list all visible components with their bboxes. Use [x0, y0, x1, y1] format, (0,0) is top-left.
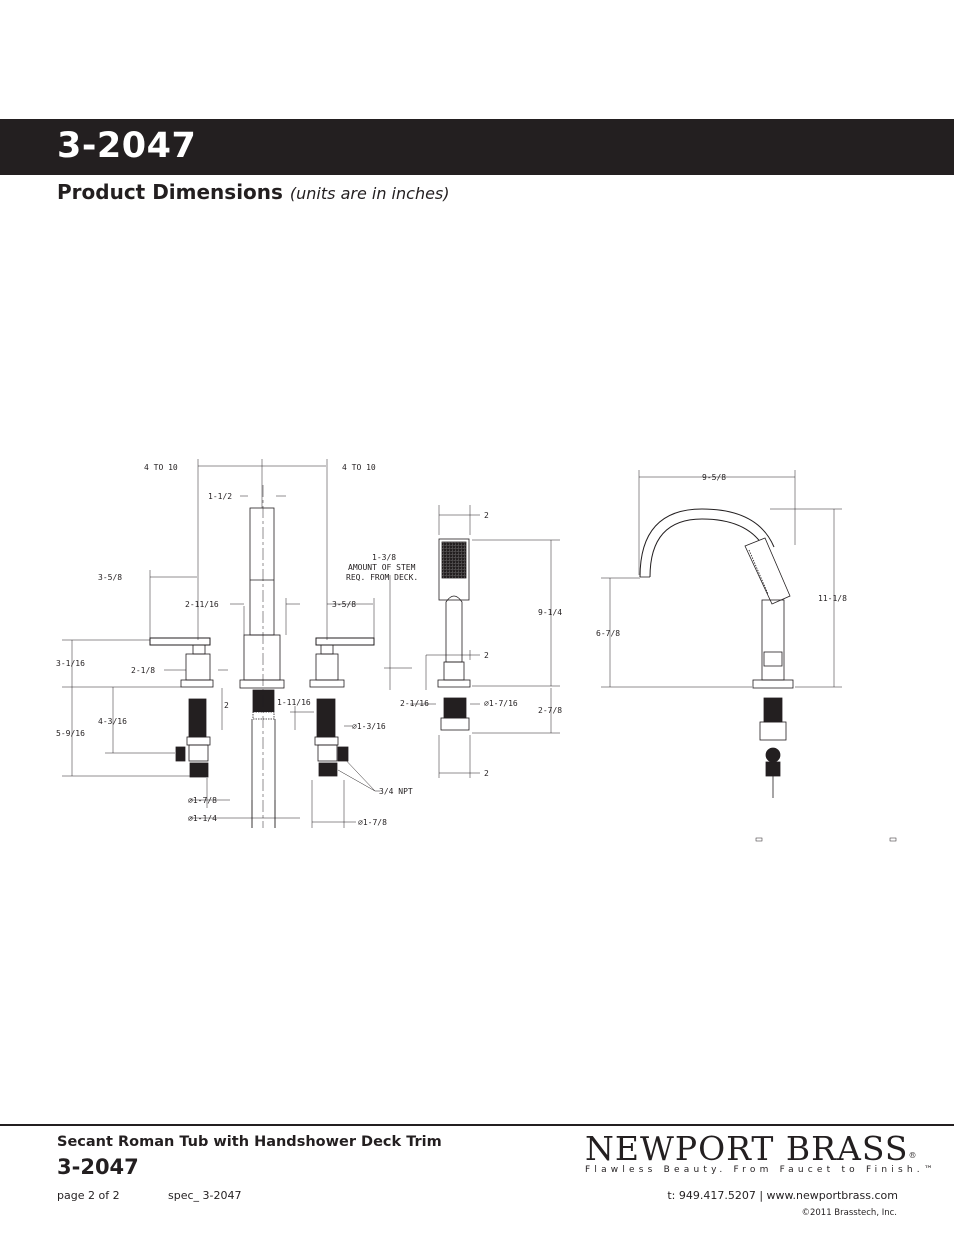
dim-2-11-16: 2-11/16: [185, 600, 219, 609]
dim-2-1-8: 2-1/8: [131, 666, 155, 675]
dim-2-1-16: 2-1/16: [400, 699, 429, 708]
dim-dia-1-1-4: ⌀1-1/4: [188, 814, 217, 823]
brand-name: NEWPORT BRASS: [585, 1129, 909, 1168]
dim-3-1-16: 3-1/16: [56, 659, 85, 668]
dim-dia-1-7-16: ⌀1-7/16: [484, 699, 518, 708]
section-heading: Product Dimensions (units are in inches): [57, 180, 450, 204]
dim-3-5-8-right: 3-5/8: [332, 600, 356, 609]
dim-5-9-16: 5-9/16: [56, 729, 85, 738]
product-description: Secant Roman Tub with Handshower Deck Tr…: [57, 1134, 442, 1150]
left-valve-drawing: [149, 637, 214, 778]
dim-4-to-10-right: 4 TO 10: [342, 463, 376, 472]
dim-dia-1-3-16: ⌀1-3/16: [352, 722, 386, 731]
dim-2-center: 2: [224, 701, 229, 710]
dim-2-mid: 2: [484, 651, 489, 660]
dim-9-1-4: 9-1/4: [538, 608, 562, 617]
brand-logo: NEWPORT BRASS®: [585, 1129, 917, 1168]
dim-2-bottom: 2: [484, 769, 489, 778]
dim-3-4-npt: 3/4 NPT: [379, 787, 413, 796]
dim-dia-1-7-8-right: ⌀1-7/8: [358, 818, 387, 827]
right-valve-drawing: [309, 637, 375, 777]
dim-dia-1-7-8-left: ⌀1-7/8: [188, 796, 217, 805]
center-spout-drawing: [239, 485, 285, 828]
dim-4-3-16: 4-3/16: [98, 717, 127, 726]
dim-6-7-8: 6-7/8: [596, 629, 620, 638]
copyright-notice: ©2011 Brasstech, Inc.: [801, 1208, 897, 1218]
dim-11-1-8: 11-1/8: [818, 594, 847, 603]
dim-1-3-8: 1-3/8: [372, 553, 396, 562]
dim-stem-note-1: AMOUNT OF STEM: [348, 563, 416, 572]
footer-model-number: 3-2047: [57, 1155, 139, 1179]
dim-4-to-10-left: 4 TO 10: [144, 463, 178, 472]
units-note: (units are in inches): [289, 184, 450, 203]
model-number-title: 3-2047: [57, 126, 197, 166]
footer-divider: [0, 1124, 954, 1126]
dim-2-top: 2: [484, 511, 489, 520]
technical-drawing: 4 TO 10 4 TO 10 1-1/2 3-5/8 2-11/16 3-5/…: [56, 459, 897, 842]
dim-stem-note-2: REQ. FROM DECK.: [346, 573, 418, 582]
dimension-lines: [62, 459, 897, 842]
dim-2-7-8: 2-7/8: [538, 706, 562, 715]
spec-number: spec_ 3-2047: [168, 1189, 242, 1202]
dim-1-11-16: 1-11/16: [277, 698, 311, 707]
handshower-drawing: [437, 538, 471, 731]
title-bar: 3-2047: [0, 119, 954, 175]
brand-tagline: Flawless Beauty. From Faucet to Finish.™: [585, 1165, 938, 1175]
dimension-labels: 4 TO 10 4 TO 10 1-1/2 3-5/8 2-11/16 3-5/…: [56, 463, 847, 827]
dim-3-5-8-left: 3-5/8: [98, 573, 122, 582]
side-view-drawing: [639, 508, 794, 798]
contact-info: t: 949.417.5207 | www.newportbrass.com: [667, 1189, 898, 1202]
registered-mark: ®: [908, 1151, 918, 1160]
section-title: Product Dimensions: [57, 180, 283, 204]
page-number: page 2 of 2: [57, 1189, 120, 1202]
dim-1-1-2: 1-1/2: [208, 492, 232, 501]
dim-9-5-8: 9-5/8: [702, 473, 726, 482]
